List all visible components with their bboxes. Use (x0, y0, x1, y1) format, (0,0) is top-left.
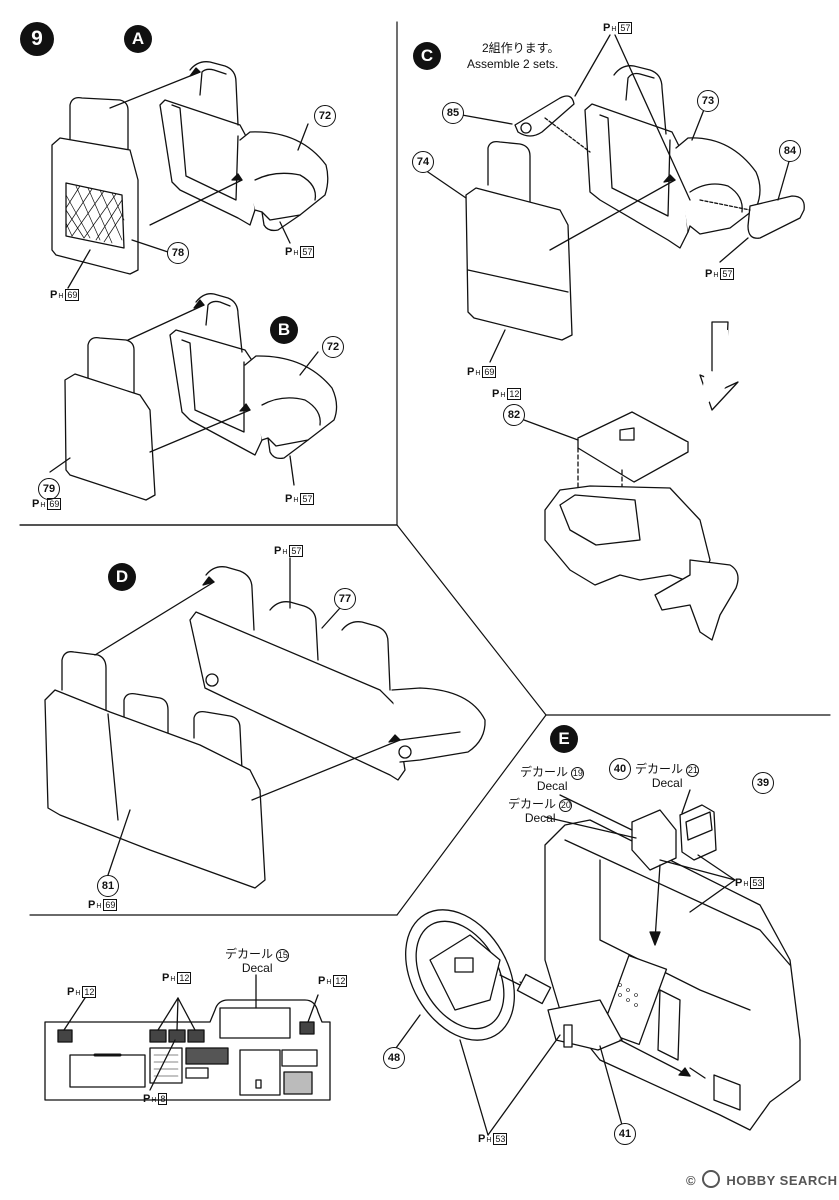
part-number-74: 74 (412, 151, 434, 173)
part-number-73: 73 (697, 90, 719, 112)
section-e-badge: E (550, 725, 578, 753)
part-number-39: 39 (752, 772, 774, 794)
part-number-40: 40 (609, 758, 631, 780)
seat-b-drawing (49, 293, 338, 501)
hobby-search-logo-icon (702, 1170, 721, 1188)
section-d-badge: D (108, 563, 136, 591)
assemble-note-en: Assemble 2 sets. (467, 57, 559, 71)
part-number-85: 85 (442, 102, 464, 124)
watermark-copyright-icon: © (686, 1173, 697, 1188)
watermark: © HOBBY SEARCH (686, 1170, 838, 1188)
assemble-note-jp: 2組作ります。 (482, 41, 560, 55)
panel-dividers (19, 21, 831, 916)
part-number-72-b: 72 (322, 336, 344, 358)
dashboard-e-drawing (395, 789, 801, 1136)
part-number-41: 41 (614, 1123, 636, 1145)
bench-seat-d-drawing (44, 557, 486, 889)
dashboard-front-view-drawing (44, 974, 331, 1101)
part-number-48: 48 (383, 1047, 405, 1069)
section-b-badge: B (270, 316, 298, 344)
part-number-82: 82 (503, 404, 525, 426)
part-number-79: 79 (38, 478, 60, 500)
section-c-badge: C (413, 42, 441, 70)
seat-a-drawing (51, 61, 329, 289)
part-number-78: 78 (167, 242, 189, 264)
part-number-81: 81 (97, 875, 119, 897)
seat-c-drawing (424, 34, 805, 641)
section-a-badge: A (124, 25, 152, 53)
part-number-72-a: 72 (314, 105, 336, 127)
part-number-84: 84 (779, 140, 801, 162)
part-number-77: 77 (334, 588, 356, 610)
step-number-badge: 9 (20, 22, 54, 56)
assembly-arrow (700, 328, 738, 410)
